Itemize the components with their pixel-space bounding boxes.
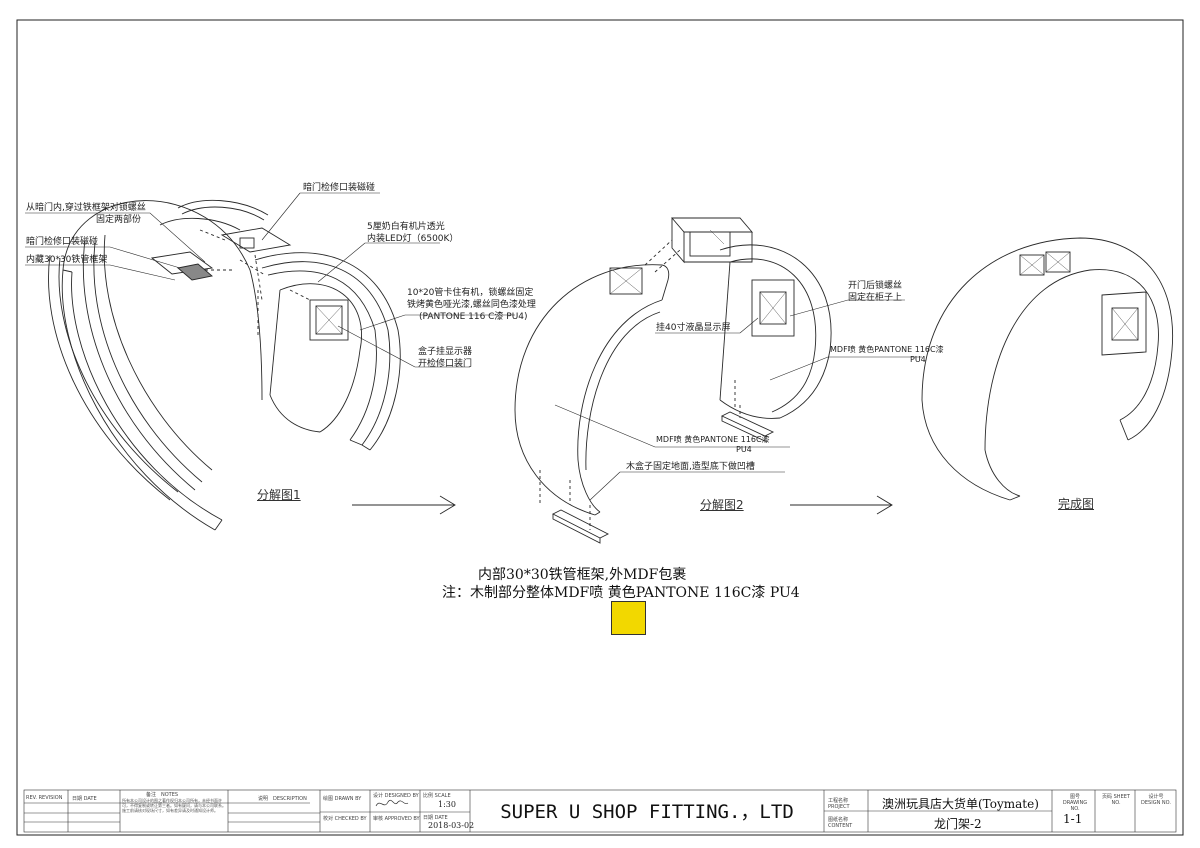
signature-mark (375, 799, 409, 807)
exploded-view-1 (48, 199, 401, 531)
caption-exploded-1: 分解图1 (257, 488, 301, 502)
stage-arrows (352, 495, 893, 515)
caption-finished: 完成图 (1058, 497, 1095, 511)
title-block (23, 789, 1177, 833)
leader-lines (25, 192, 922, 501)
tb-desc-label: 说明 DESCRIPTION (258, 796, 307, 802)
callout-box-line1: 盒子挂显示器 (418, 347, 473, 357)
callout-mdf-right-line1: MDF喷 黄色PANTONE 116C漆 (830, 345, 944, 354)
callout-mdf-mid-line1: MDF喷 黄色PANTONE 116C漆 (656, 435, 770, 444)
callout-mdf-right-line2: PU4 (910, 355, 926, 364)
callout-screw-fix-line1: 从暗门内,穿过铁框架对锁螺丝 (26, 203, 146, 213)
callout-door-screw-line2: 固定在柜子上 (848, 293, 903, 303)
tb-checked-label: 校对 CHECKED BY (323, 816, 367, 822)
callout-steel-line2: 铁烤黄色哑光漆,螺丝同色漆处理 (407, 300, 536, 310)
tb-project-label: 工程名称 PROJECT (828, 798, 850, 810)
callout-mdf-right: MDF喷 黄色PANTONE 116C漆 PU4 (830, 345, 944, 365)
callout-box-line2: 开检修口装门 (418, 359, 473, 369)
tb-designed-label: 设计 DESIGNED BY (373, 793, 419, 799)
callout-box: 盒子挂显示器 开检修口装门 (418, 346, 472, 370)
callout-steel-line1: 10*20管卡住有机，锁螺丝固定 (407, 288, 534, 298)
tb-content-label: 图纸名称 CONTENT (828, 817, 853, 829)
tb-scale-value: 1:30 (438, 800, 456, 809)
callout-wood-box: 木盒子固定地面,造型底下做凹槽 (626, 462, 755, 472)
tb-drawing-no-value: 1-1 (1063, 812, 1083, 826)
sheet-border (16, 19, 1184, 836)
callout-door-screw: 开门后锁螺丝 固定在柜子上 (848, 280, 902, 304)
tb-rev-label: REV. REVISION (26, 795, 63, 801)
callout-steel: 10*20管卡住有机，锁螺丝固定 铁烤黄色哑光漆,螺丝同色漆处理 (PANTON… (407, 287, 536, 323)
callout-steel-line3: (PANTONE 116 C漆 PU4) (419, 312, 528, 322)
tb-content-value: 龙门架-2 (934, 817, 982, 831)
tb-date-value: 2018-03-02 (428, 821, 475, 830)
finished-view (921, 237, 1174, 501)
tb-approved-label: 审核 APPROVED BY (373, 816, 420, 822)
color-swatch (611, 601, 646, 635)
tb-notes-label: 备注 NOTES (146, 792, 179, 798)
callout-acrylic-line1: 5厘奶白有机片透光 (367, 222, 445, 232)
callout-inner-frame: 内藏30*30铁管框架 (26, 255, 108, 265)
callout-lcd: 挂40寸液晶显示屏 (656, 323, 731, 333)
note-frame: 内部30*30铁管框架,外MDF包裹 (478, 567, 687, 583)
tb-date-label: 日期 DATE (72, 796, 97, 802)
tb-drawing-no-label: 图号 DRAWING NO. (1062, 794, 1088, 812)
tb-notes-text: 所有本公司设计的图之著作权归本公司所有，未经书面许可，不得复制或转让第三者。如有… (122, 798, 226, 813)
caption-exploded-2: 分解图2 (700, 498, 744, 512)
exploded-view-2 (514, 217, 832, 544)
callout-acrylic-line2: 内装LED灯（6500K） (367, 234, 459, 244)
tb-sheet-no-label: 页码 SHEET NO. (1102, 794, 1130, 806)
tb-scale-label: 比例 SCALE (423, 793, 451, 799)
note-paint: 注：木制部分整体MDF喷 黄色PANTONE 116C漆 PU4 (442, 585, 800, 601)
callout-screw-fix-line2: 固定两部份 (96, 215, 142, 225)
callout-door-screw-line1: 开门后锁螺丝 (848, 281, 903, 291)
callout-screw-fix: 从暗门内,穿过铁框架对锁螺丝 固定两部份 (26, 202, 146, 226)
callout-hidden-door-magnet-left: 暗门检修口装磁碰 (26, 237, 99, 247)
callout-mdf-mid: MDF喷 黄色PANTONE 116C漆 PU4 (656, 435, 770, 455)
tb-project-value: 澳洲玩具店大货单(Toymate) (882, 797, 1039, 811)
company-name: SUPER U SHOP FITTING.，LTD (500, 801, 794, 823)
tb-date-label-2: 日期 DATE (423, 815, 448, 821)
callout-hidden-door-magnet-top: 暗门检修口装磁碰 (303, 183, 376, 193)
callout-mdf-mid-line2: PU4 (736, 445, 752, 454)
tb-drawn-label: 绘图 DRAWN BY (323, 796, 362, 802)
tb-design-no-label: 设计号 DESIGN NO. (1141, 794, 1171, 806)
callout-acrylic: 5厘奶白有机片透光 内装LED灯（6500K） (367, 221, 458, 245)
